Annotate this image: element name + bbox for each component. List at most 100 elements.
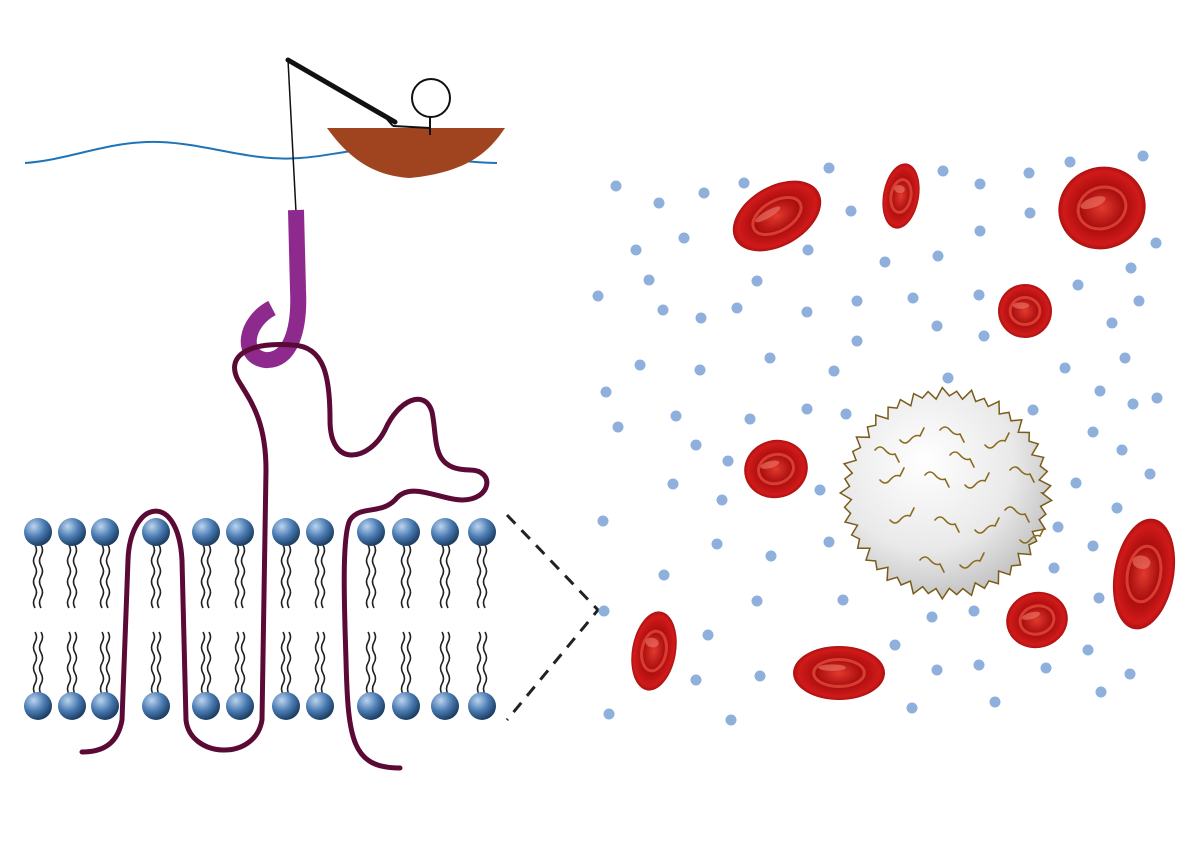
plasma-dot bbox=[973, 289, 985, 301]
plasma-dot bbox=[1027, 404, 1039, 416]
plasma-dot bbox=[678, 232, 690, 244]
plasma-dot bbox=[906, 702, 918, 714]
plasma-dot bbox=[1023, 167, 1035, 179]
plasma-dot bbox=[989, 696, 1001, 708]
plasma-dot bbox=[814, 484, 826, 496]
plasma-dot bbox=[1127, 398, 1139, 410]
red-blood-cell-icon bbox=[744, 439, 808, 499]
lipid-molecule bbox=[226, 518, 254, 720]
plasma-dot bbox=[658, 569, 670, 581]
plasma-dot bbox=[1048, 562, 1060, 574]
plasma-dot bbox=[1093, 592, 1105, 604]
plasma-dot bbox=[754, 670, 766, 682]
protein-chain bbox=[79, 342, 490, 771]
plasma-dot bbox=[657, 304, 669, 316]
plasma-dot bbox=[1133, 295, 1145, 307]
red-blood-cell-icon bbox=[882, 163, 920, 229]
lipid-molecule bbox=[272, 518, 300, 720]
plasma-dot bbox=[837, 594, 849, 606]
plasma-dot bbox=[823, 536, 835, 548]
plasma-dot bbox=[840, 408, 852, 420]
plasma-dot bbox=[690, 439, 702, 451]
plasma-dot bbox=[1150, 237, 1162, 249]
plasma-dot bbox=[630, 244, 642, 256]
plasma-dot bbox=[1125, 262, 1137, 274]
plasma-dot bbox=[698, 187, 710, 199]
plasma-dot bbox=[634, 359, 646, 371]
plasma-dot bbox=[667, 478, 679, 490]
plasma-dot bbox=[725, 714, 737, 726]
lipid-molecule bbox=[58, 518, 86, 720]
plasma-dot bbox=[1072, 279, 1084, 291]
red-blood-cell-icon bbox=[998, 284, 1052, 338]
plasma-dot bbox=[1124, 668, 1136, 680]
plasma-dot bbox=[731, 302, 743, 314]
plasma-dot bbox=[851, 335, 863, 347]
plasma-dot bbox=[931, 664, 943, 676]
plasma-dot bbox=[1064, 156, 1076, 168]
red-blood-cell-icon bbox=[1112, 518, 1176, 630]
plasma-dot bbox=[1119, 352, 1131, 364]
hook-icon bbox=[240, 209, 307, 368]
plasma-dot bbox=[592, 290, 604, 302]
plasma-dot bbox=[974, 225, 986, 237]
plasma-dot bbox=[1116, 444, 1128, 456]
plasma-dot bbox=[1137, 150, 1149, 162]
plasma-dot bbox=[711, 538, 723, 550]
lipid-molecule bbox=[357, 518, 385, 720]
plasma-dot bbox=[907, 292, 919, 304]
lipid-molecule bbox=[142, 518, 170, 720]
fishing-rod bbox=[285, 57, 398, 125]
plasma-dot bbox=[764, 352, 776, 364]
plasma-dot bbox=[1040, 662, 1052, 674]
plasma-dot bbox=[603, 708, 615, 720]
red-blood-cell-icon bbox=[631, 611, 677, 691]
plasma-dots bbox=[592, 150, 1163, 726]
lipid-molecule bbox=[431, 518, 459, 720]
fishing-line bbox=[287, 59, 297, 213]
plasma-dot bbox=[653, 197, 665, 209]
plasma-dot bbox=[801, 403, 813, 415]
plasma-dot bbox=[722, 455, 734, 467]
plasma-dot bbox=[598, 605, 610, 617]
plasma-dot bbox=[823, 162, 835, 174]
plasma-dot bbox=[1111, 502, 1123, 514]
plasma-dot bbox=[926, 611, 938, 623]
plasma-dot bbox=[1144, 468, 1156, 480]
plasma-dot bbox=[1095, 686, 1107, 698]
red-blood-cell-icon bbox=[732, 180, 822, 252]
zoom-indicator bbox=[505, 513, 601, 721]
plasma-dot bbox=[801, 306, 813, 318]
plasma-dot bbox=[1094, 385, 1106, 397]
plasma-dot bbox=[978, 330, 990, 342]
plasma-dot bbox=[942, 372, 954, 384]
plasma-dot bbox=[1151, 392, 1163, 404]
fisherman-icon bbox=[385, 78, 451, 135]
plasma-dot bbox=[851, 295, 863, 307]
lipid-bilayer-icon bbox=[24, 518, 496, 720]
plasma-dot bbox=[973, 659, 985, 671]
plasma-dot bbox=[716, 494, 728, 506]
plasma-dot bbox=[1082, 644, 1094, 656]
plasma-dot bbox=[974, 178, 986, 190]
plasma-dot bbox=[931, 320, 943, 332]
lipid-molecule bbox=[192, 518, 220, 720]
plasma-dot bbox=[643, 274, 655, 286]
plasma-dot bbox=[1024, 207, 1036, 219]
plasma-dot bbox=[744, 413, 756, 425]
plasma-dot bbox=[702, 629, 714, 641]
lipid-molecule bbox=[91, 518, 119, 720]
plasma-dot bbox=[845, 205, 857, 217]
plasma-dot bbox=[828, 365, 840, 377]
red-blood-cells bbox=[631, 163, 1176, 700]
plasma-dot bbox=[765, 550, 777, 562]
plasma-dot bbox=[937, 165, 949, 177]
plasma-dot bbox=[1070, 477, 1082, 489]
plasma-dot bbox=[1052, 521, 1064, 533]
plasma-dot bbox=[610, 180, 622, 192]
plasma-dot bbox=[670, 410, 682, 422]
red-blood-cell-icon bbox=[793, 646, 885, 700]
plasma-dot bbox=[1106, 317, 1118, 329]
boat-icon bbox=[327, 128, 505, 178]
